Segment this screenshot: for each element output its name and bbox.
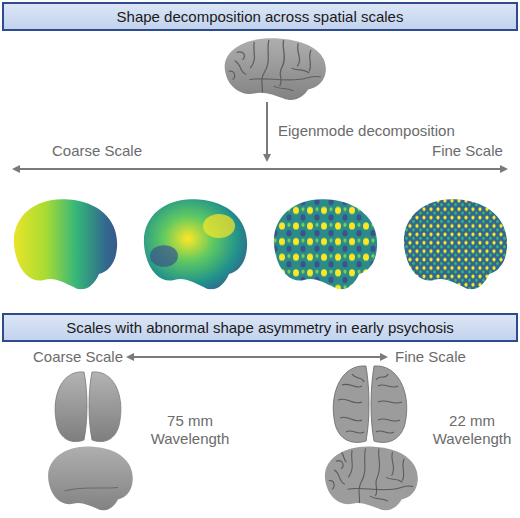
scale-label: Coarse Scale [52, 142, 142, 160]
scale-label: Fine Scale [395, 348, 466, 366]
wavelength-label: 22 mm Wavelength [428, 412, 516, 448]
fine-brain-side [316, 440, 424, 517]
coarse-brain-top [55, 372, 121, 442]
eigenmode-brain [4, 190, 124, 298]
header-text: Scales with abnormal shape asymmetry in … [66, 319, 454, 336]
scale-label: Coarse Scale [33, 348, 123, 366]
header-band: Shape decomposition across spatial scale… [2, 2, 518, 31]
scale-arrow [128, 356, 386, 358]
header-text: Shape decomposition across spatial scale… [117, 8, 404, 25]
brain-surface [215, 32, 333, 106]
step-label: Eigenmode decomposition [278, 122, 455, 140]
scale-label: Fine Scale [432, 142, 503, 160]
scale-arrow [14, 168, 506, 170]
down-arrow [266, 102, 268, 160]
coarse-brain-side [40, 440, 138, 517]
fine-brain-top [333, 366, 407, 443]
eigenmode-brain [134, 190, 254, 298]
header-band: Scales with abnormal shape asymmetry in … [2, 313, 518, 342]
eigenmode-brain [394, 190, 514, 298]
wavelength-label: 75 mm Wavelength [146, 412, 234, 448]
eigenmode-brain [264, 190, 384, 298]
